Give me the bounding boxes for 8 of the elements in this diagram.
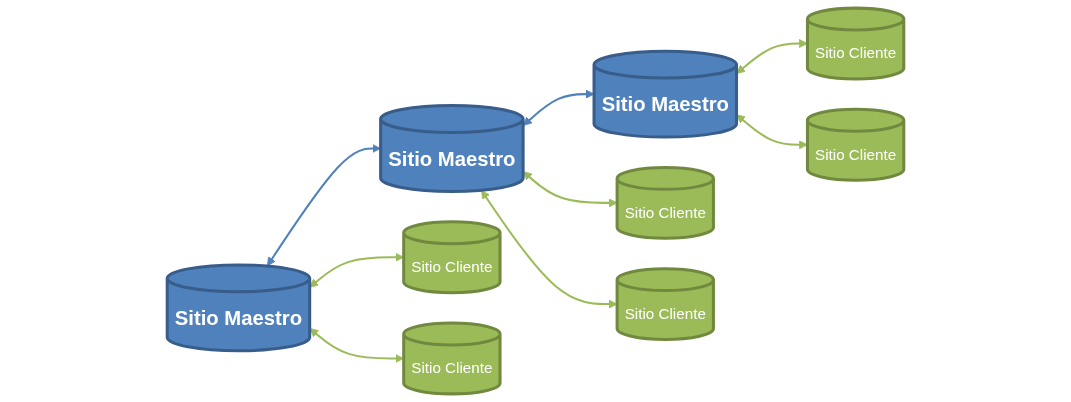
arrow bbox=[736, 39, 808, 74]
arrow bbox=[309, 252, 405, 288]
arrow bbox=[481, 190, 618, 309]
arrow bbox=[523, 89, 595, 126]
arrow bbox=[267, 144, 382, 267]
arrow bbox=[523, 171, 618, 208]
arrow bbox=[736, 114, 808, 150]
arrow bbox=[309, 328, 405, 363]
